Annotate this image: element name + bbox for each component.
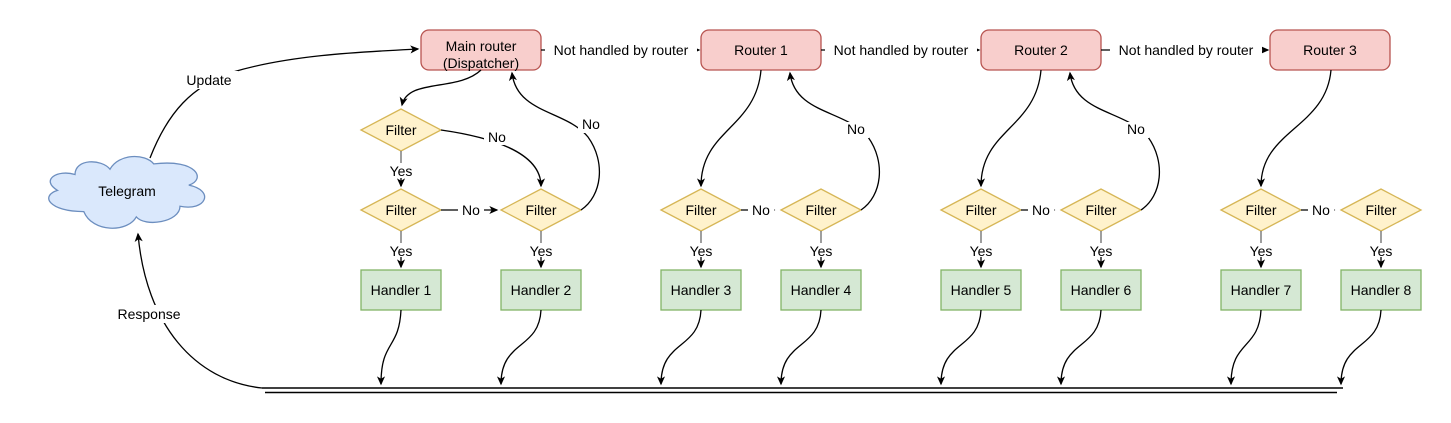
filter-diamond-8	[1339, 188, 1423, 232]
handler-edge-4	[776, 309, 822, 386]
telegram-label: Telegram	[98, 183, 156, 199]
pair-no-label-1: No	[462, 202, 480, 218]
filter-label-main-top: Filter	[385, 122, 416, 138]
handler-edge-7	[1226, 309, 1262, 386]
pair-no-label-3: No	[1032, 202, 1050, 218]
filter-label-1: Filter	[385, 202, 416, 218]
handler-box-6	[1060, 269, 1142, 311]
edges	[134, 45, 1386, 394]
labels: Telegram Update Response Main router (Di…	[98, 38, 1411, 322]
yes-label-8: Yes	[1370, 243, 1393, 259]
handler-box-7	[1220, 269, 1302, 311]
not-handled-label-3: Not handled by router	[1119, 42, 1254, 58]
handler-box-2	[500, 269, 582, 311]
main-return-no-label: No	[582, 116, 600, 132]
filter-label-8: Filter	[1365, 202, 1396, 218]
yes-label-2: Yes	[530, 243, 553, 259]
filter-label-2: Filter	[525, 202, 556, 218]
router3-to-filter-edge	[1256, 69, 1332, 188]
handler-edge-3	[656, 309, 702, 386]
handler-box-8	[1340, 269, 1422, 311]
handler-label-6: Handler 6	[1071, 282, 1132, 298]
pair-no-mask-4	[1308, 203, 1334, 218]
router2-to-filter-edge	[976, 69, 1042, 188]
handler-label-3: Handler 3	[671, 282, 732, 298]
filter-label-6: Filter	[1085, 202, 1116, 218]
router1-return-no-mask	[843, 122, 869, 138]
telegram-cloud	[48, 155, 206, 229]
not-handled-label-2: Not handled by router	[834, 42, 969, 58]
update-label: Update	[186, 72, 231, 88]
main-to-filter-edge	[399, 69, 482, 107]
handler-label-5: Handler 5	[951, 282, 1012, 298]
router1-to-filter-edge	[696, 69, 762, 188]
handler-box-4	[780, 269, 862, 311]
yes-label-4: Yes	[810, 243, 833, 259]
pair-no-label-2: No	[752, 202, 770, 218]
pair-no-mask-2	[748, 203, 774, 218]
handler-edge-2	[496, 309, 542, 386]
pair-no-label-4: No	[1312, 202, 1330, 218]
router-3-box	[1269, 29, 1391, 71]
main-return-no-edge	[508, 71, 601, 211]
handler-label-8: Handler 8	[1351, 282, 1412, 298]
router1-return-no-label: No	[847, 121, 865, 137]
yes-label-3: Yes	[690, 243, 713, 259]
router-2-label: Router 2	[1014, 42, 1068, 58]
filter-label-7: Filter	[1245, 202, 1276, 218]
main-top-no-label: No	[488, 129, 506, 145]
not-handled-mask-3	[1110, 42, 1262, 59]
filter-label-5: Filter	[965, 202, 996, 218]
handler-label-4: Handler 4	[791, 282, 852, 298]
yes-label-7: Yes	[1250, 243, 1273, 259]
pair-no-mask-3	[1028, 203, 1054, 218]
main-router-label-line1: Main router	[446, 38, 517, 54]
router-1-label: Router 1	[734, 42, 788, 58]
handler-label-1: Handler 1	[371, 282, 432, 298]
main-return-no-mask	[578, 117, 604, 133]
yes-label-1: Yes	[390, 243, 413, 259]
router-3-label: Router 3	[1303, 42, 1357, 58]
router1-return-no-edge	[786, 71, 881, 211]
router2-return-no-edge	[1066, 71, 1161, 211]
yes-label-6: Yes	[1090, 243, 1113, 259]
response-label-mask	[112, 305, 186, 323]
not-handled-mask-2	[825, 42, 977, 59]
handler-edge-5	[936, 309, 982, 386]
handler-box-1	[360, 269, 442, 311]
update-edge	[149, 45, 420, 159]
edge-label-masks	[112, 42, 1334, 323]
handler-label-7: Handler 7	[1231, 282, 1292, 298]
filter-label-3: Filter	[685, 202, 716, 218]
shapes	[48, 29, 1423, 311]
response-edge	[134, 232, 263, 389]
handler-edge-6	[1056, 309, 1102, 386]
not-handled-label-1: Not handled by router	[554, 42, 689, 58]
router2-return-no-label: No	[1127, 121, 1145, 137]
handler-edge-1	[376, 309, 402, 386]
main-router-label-line2: (Dispatcher)	[443, 55, 519, 71]
handler-label-2: Handler 2	[511, 282, 572, 298]
update-label-mask	[180, 71, 238, 89]
not-handled-mask-1	[545, 42, 697, 59]
response-label: Response	[117, 306, 180, 322]
main-top-yes-label: Yes	[390, 163, 413, 179]
pair-no-mask-1	[458, 203, 484, 218]
filter-label-4: Filter	[805, 202, 836, 218]
handler-edge-8	[1336, 309, 1382, 386]
main-top-filter-no-edge	[440, 129, 546, 188]
yes-label-5: Yes	[970, 243, 993, 259]
main-top-no-mask	[484, 130, 510, 145]
router2-return-no-mask	[1123, 122, 1149, 138]
handler-box-3	[660, 269, 742, 311]
